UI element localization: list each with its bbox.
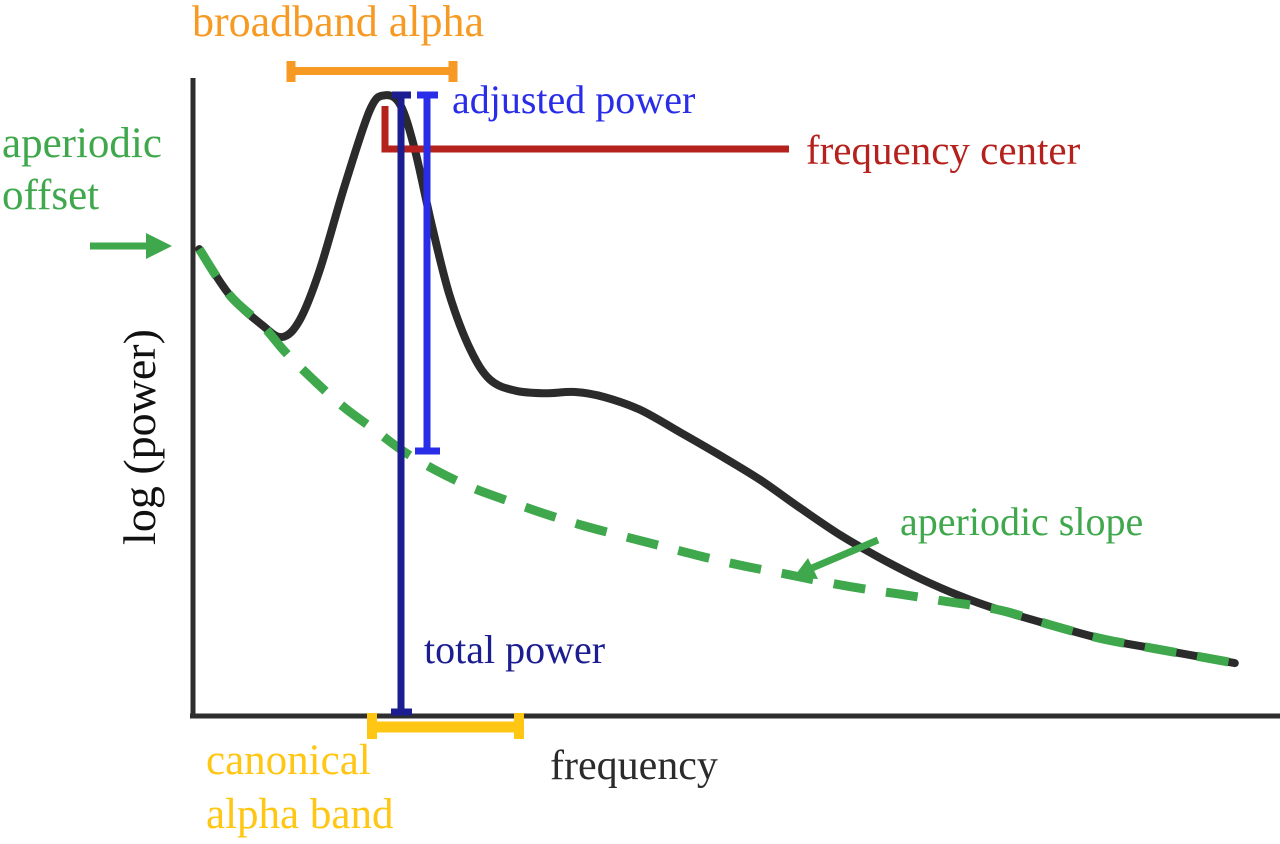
canonical-alpha-band-bracket <box>367 713 524 739</box>
canonical-alpha-band-label-line1: canonical <box>206 737 371 784</box>
aperiodic-slope-label: aperiodic slope <box>900 499 1144 544</box>
aperiodic-fit-dashed-curve <box>195 246 1236 668</box>
power-spectrum-curve <box>195 91 1239 668</box>
adjusted-power-measure-line <box>415 91 440 455</box>
aperiodic-slope-arrow <box>793 536 880 579</box>
aperiodic-offset-arrow <box>90 233 172 259</box>
adjusted-power-label: adjusted power <box>452 77 696 122</box>
frequency-center-label: frequency center <box>806 127 1081 173</box>
aperiodic-offset-label-line2: offset <box>2 172 100 220</box>
aperiodic-slope-arrowhead-icon <box>793 558 818 579</box>
canonical-alpha-band-label: canonical alpha band <box>206 734 393 842</box>
broadband-alpha-bracket <box>286 61 458 82</box>
y-axis-label: log (power) <box>113 329 165 545</box>
broadband-alpha-label: broadband alpha <box>192 0 484 46</box>
frequency-center-line <box>381 106 789 153</box>
canonical-alpha-band-label-line2: alpha band <box>206 791 394 839</box>
aperiodic-offset-label: aperiodic offset <box>2 118 162 223</box>
total-power-measure-line <box>391 91 412 716</box>
aperiodic-offset-label-line1: aperiodic <box>2 120 162 167</box>
aperiodic-offset-arrowhead-icon <box>146 233 172 259</box>
total-power-label: total power <box>424 627 606 672</box>
x-axis-label: frequency <box>550 743 718 789</box>
